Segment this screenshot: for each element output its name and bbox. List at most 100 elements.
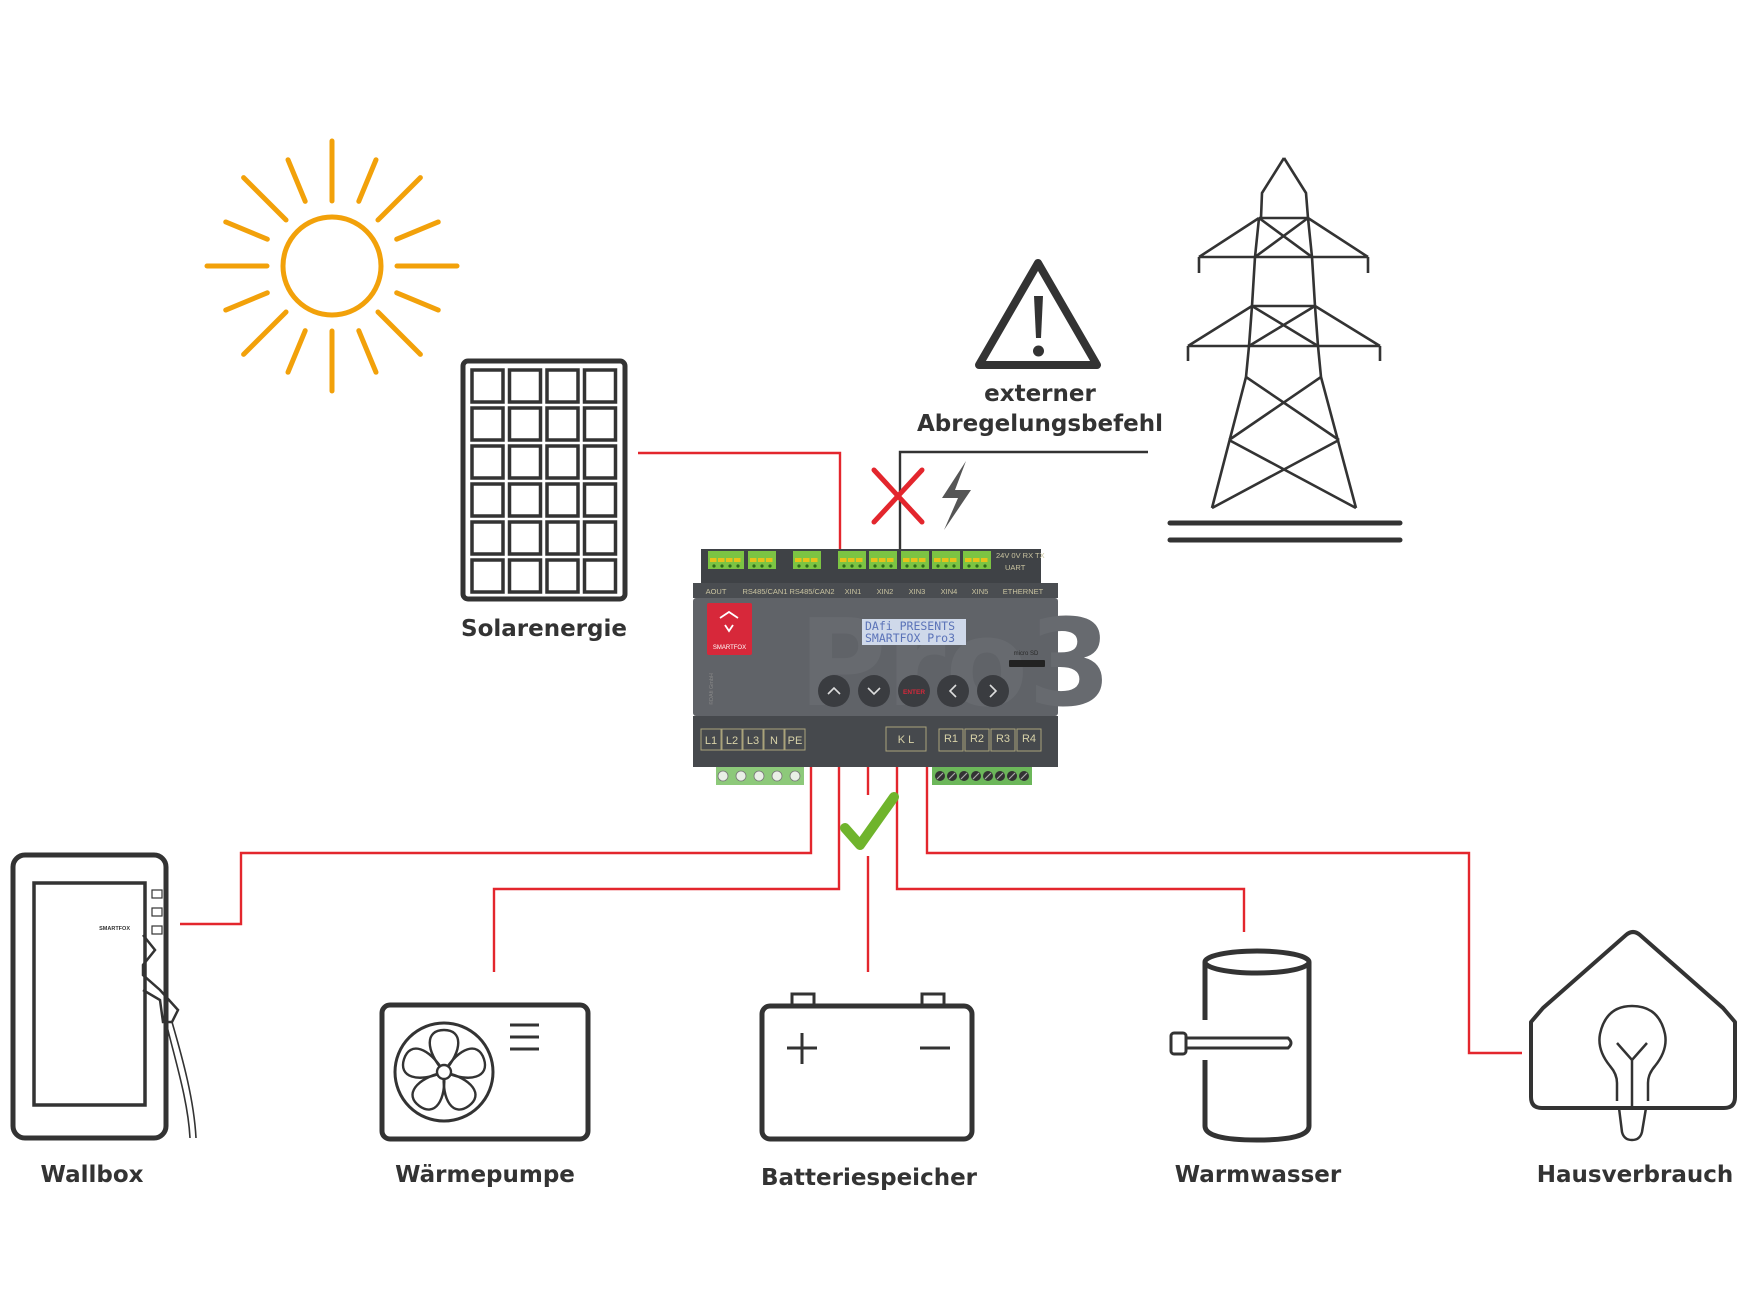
relay-label: R1 [944, 733, 958, 745]
port-label: XIN4 [941, 587, 958, 596]
button-left[interactable] [937, 675, 969, 707]
warning-triangle-icon [975, 259, 1101, 369]
terminal-hole [842, 564, 846, 568]
solar-cell [545, 482, 580, 518]
screw-slot [1020, 772, 1028, 780]
fan-blade [442, 1070, 477, 1111]
port-label: AOUT [706, 587, 727, 596]
wallbox-icon [10, 852, 197, 1141]
terminal-hole [905, 564, 909, 568]
lcd-line1: DAfi PRESENTS [865, 619, 955, 633]
terminal-hole [952, 564, 956, 568]
terminal-hole [752, 564, 756, 568]
top-terminal-blocks [708, 551, 991, 569]
terminal-lever [803, 558, 810, 562]
solar-cell [545, 558, 580, 594]
terminal-hole [736, 564, 740, 568]
solar-cell [470, 444, 505, 480]
terminal-hole [805, 564, 809, 568]
water-heater-label: Warmwasser [1175, 1162, 1342, 1188]
screw [771, 770, 783, 782]
solar-cell [507, 368, 543, 404]
solar-cell [507, 558, 543, 594]
solar-cell [545, 444, 580, 480]
sun-ray [375, 309, 423, 357]
port-label: XIN2 [877, 587, 894, 596]
sun-ray [223, 219, 270, 242]
house-bulb-icon [1529, 930, 1737, 1142]
terminal-hole [944, 564, 948, 568]
terminal-label: PE [788, 735, 803, 747]
sd-label: micro SD [1014, 651, 1039, 657]
terminal-hole [712, 564, 716, 568]
ground-lines-icon [1167, 520, 1403, 543]
relay-box [1016, 728, 1042, 752]
relay-label: R3 [996, 733, 1010, 745]
fan-blade [442, 1047, 487, 1079]
terminal-hole [873, 564, 877, 568]
grid-signal-connection [898, 450, 1148, 552]
lightning-icon [942, 461, 971, 530]
screw-slot [972, 772, 980, 780]
logo-brand-text: SMARTFOX [713, 645, 746, 651]
solar-cell [545, 406, 580, 442]
lcd-display [862, 619, 966, 645]
terminal-hole [936, 564, 940, 568]
port-label: XIN3 [909, 587, 926, 596]
uart-pins-label: 24V 0V RX TX [996, 551, 1045, 560]
terminal-label: L1 [705, 735, 717, 747]
terminal-hole [720, 564, 724, 568]
heat-pump-connection [492, 766, 841, 972]
checkmark-icon [840, 792, 899, 850]
port-label: XIN5 [972, 587, 989, 596]
solar-cell [470, 406, 505, 442]
house-label: Hausverbrauch [1537, 1162, 1733, 1188]
terminal-lever [950, 558, 957, 562]
screw [789, 770, 801, 782]
battery-icon [759, 992, 975, 1142]
terminal-lever [750, 558, 757, 562]
terminal-lever [903, 558, 910, 562]
terminal-lever [758, 558, 765, 562]
terminal-lever [795, 558, 802, 562]
relay-terminal-block [932, 767, 1032, 785]
relay-box [938, 728, 964, 752]
terminal-lever [887, 558, 894, 562]
button-down[interactable] [858, 675, 890, 707]
screw-slot [1008, 772, 1016, 780]
ct-label: K L [898, 734, 915, 746]
uart-label: UART [1005, 563, 1026, 572]
terminal-lever [965, 558, 972, 562]
terminal-box [721, 728, 743, 751]
button-up[interactable] [818, 675, 850, 707]
solar-cell [582, 444, 618, 480]
terminal-lever [911, 558, 918, 562]
terminal-lever [848, 558, 855, 562]
screw-slot [936, 772, 944, 780]
terminal-lever [710, 558, 717, 562]
terminal-lever [981, 558, 988, 562]
button-enter[interactable]: ENTER [898, 675, 930, 707]
terminal-box [784, 728, 806, 751]
power-pylon-icon [1186, 157, 1382, 510]
fox-logo-icon [719, 610, 739, 633]
solar-connection [638, 451, 842, 552]
relay-box [964, 728, 990, 752]
terminal-lever [919, 558, 926, 562]
port-label: RS485/CAN2 [789, 587, 834, 596]
water-heater-connection [895, 766, 1246, 932]
button-right[interactable] [977, 675, 1009, 707]
terminal-hole [728, 564, 732, 568]
sun-ray [394, 219, 441, 242]
sun-icon [204, 138, 460, 394]
terminal-hole [967, 564, 971, 568]
chevron-up-icon [827, 686, 841, 695]
terminal-hole [813, 564, 817, 568]
terminal-hole [913, 564, 917, 568]
wallbox-connection [180, 766, 813, 926]
terminal-lever [734, 558, 741, 562]
sun-ray [356, 157, 379, 204]
port-label: RS485/CAN1 [742, 587, 787, 596]
